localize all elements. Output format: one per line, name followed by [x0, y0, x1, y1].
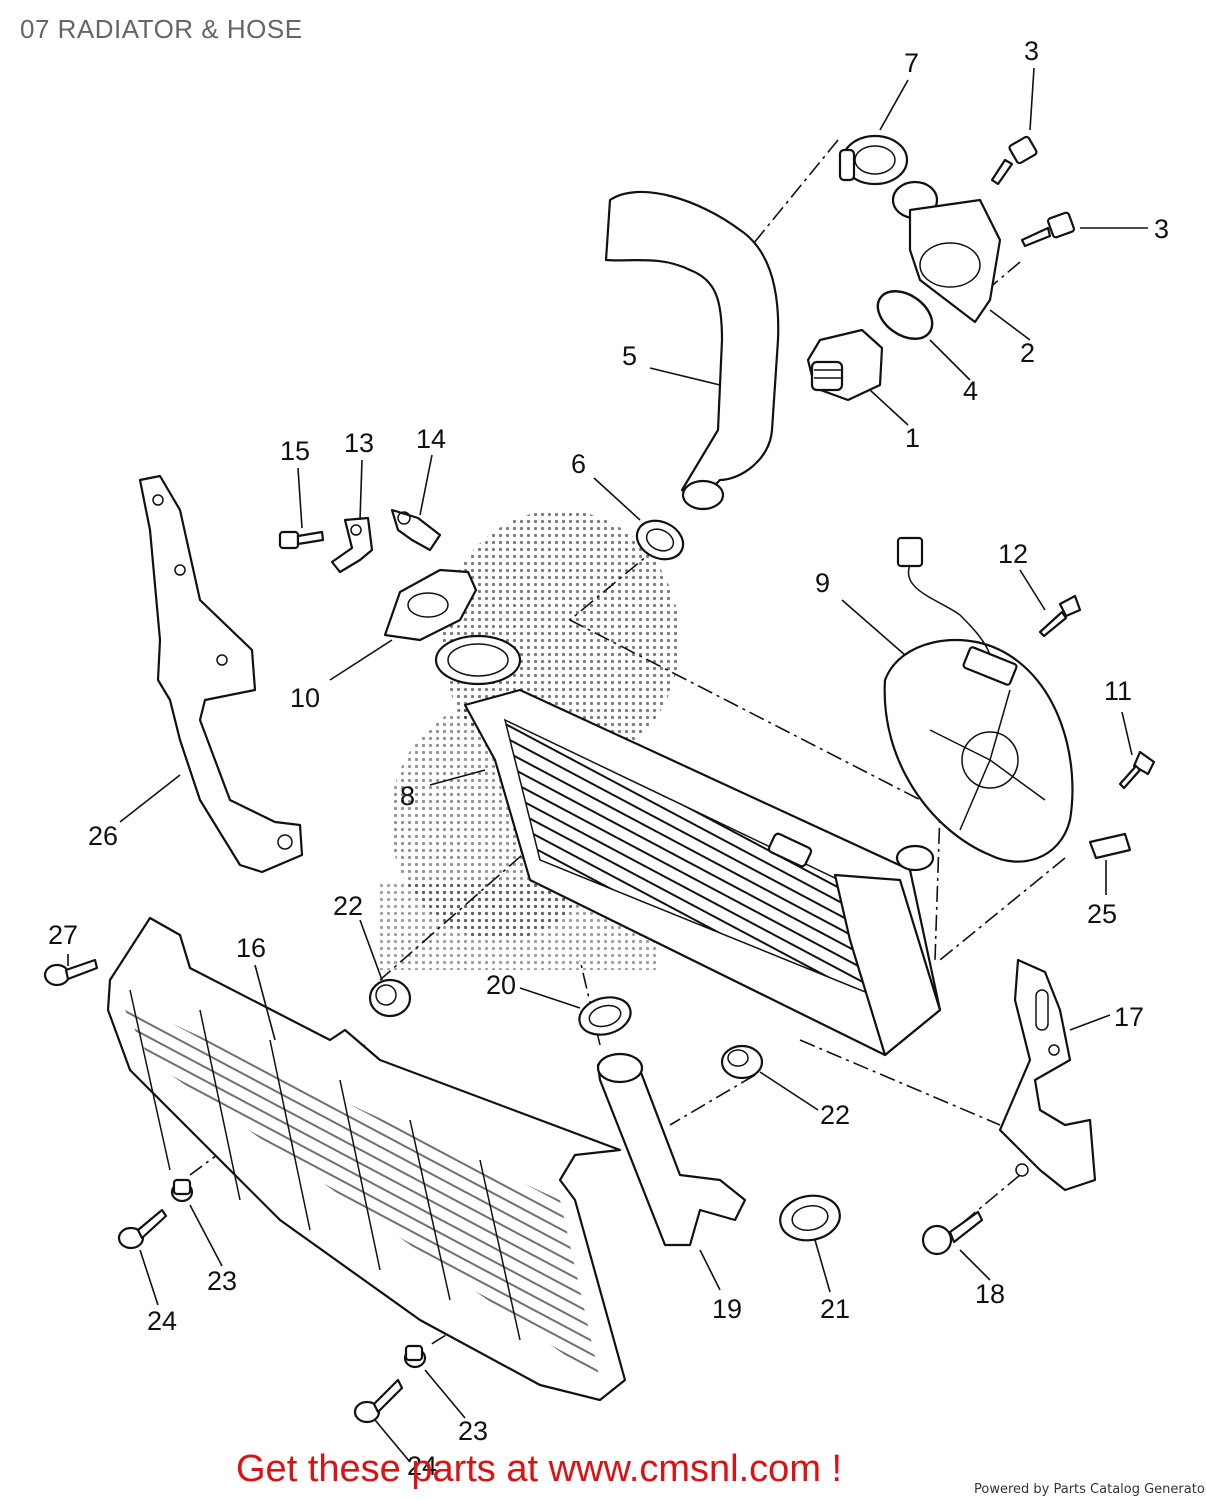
o-ring-4 [876, 290, 934, 340]
callout-17: 17 [1114, 1002, 1144, 1032]
callout-10: 10 [290, 683, 320, 713]
callout-14: 14 [416, 424, 446, 454]
screw-12 [1038, 594, 1082, 638]
callout-6: 6 [571, 449, 586, 479]
bracket-26 [138, 474, 304, 874]
callout-12: 12 [998, 539, 1028, 569]
hose-clamp-20 [578, 996, 632, 1036]
callout-23a: 23 [207, 1266, 237, 1296]
callout-8: 8 [400, 781, 415, 811]
radiator-cap-10 [383, 568, 478, 642]
fan-9 [883, 536, 1074, 863]
callout-15: 15 [280, 436, 310, 466]
callout-4: 4 [963, 376, 978, 406]
callout-20: 20 [486, 970, 516, 1000]
callout-5: 5 [622, 341, 637, 371]
callout-19: 19 [712, 1294, 742, 1324]
callout-27: 27 [48, 920, 78, 950]
bracket-17 [998, 958, 1097, 1192]
screw-11 [1118, 750, 1156, 790]
callout-13: 13 [344, 428, 374, 458]
radiator-guard-16 [106, 916, 627, 1402]
callout-labels: 1 2 3 3 4 5 6 7 8 9 10 11 12 13 14 15 16… [48, 36, 1169, 1481]
grommet-25 [1088, 832, 1132, 860]
hose-clamp-6 [635, 519, 685, 561]
damper-22-lower [720, 1044, 764, 1080]
callout-3a: 3 [1024, 36, 1039, 66]
callout-22b: 22 [820, 1100, 850, 1130]
callout-16: 16 [236, 933, 266, 963]
callout-22a: 22 [333, 891, 363, 921]
callout-3b: 3 [1154, 214, 1169, 244]
thermostat-1 [806, 328, 884, 402]
collar-23-lower [403, 1344, 427, 1369]
callout-7: 7 [904, 48, 919, 78]
callout-9: 9 [815, 568, 830, 598]
bolt-24-upper [117, 1208, 168, 1250]
bolt-18 [921, 1210, 984, 1256]
callout-21: 21 [820, 1294, 850, 1324]
upper-hose-5 [604, 190, 780, 511]
callout-24a: 24 [147, 1306, 177, 1336]
callout-2: 2 [1020, 338, 1035, 368]
cta-link[interactable]: Get these parts at www.cmsnl.com ! [236, 1448, 843, 1490]
callout-26: 26 [88, 821, 118, 851]
bolt-24-lower [353, 1378, 404, 1424]
radiator-8 [434, 634, 942, 1057]
clip-13 [330, 516, 374, 574]
page-title: 07 RADIATOR & HOSE [20, 14, 303, 44]
lower-hose-19 [596, 1052, 747, 1247]
callout-23b: 23 [458, 1416, 488, 1446]
leader-lines [67, 67, 1148, 1463]
callout-24b: 24 [407, 1451, 437, 1481]
bolt-3-lower [1020, 211, 1076, 248]
bolt-15 [278, 530, 325, 550]
clip-14 [390, 508, 442, 552]
hose-clamp-21 [779, 1194, 841, 1242]
powered-by-note: Powered by Parts Catalog Generator [974, 1482, 1206, 1497]
callout-18: 18 [975, 1279, 1005, 1309]
bolt-3-upper [990, 135, 1038, 186]
callout-11: 11 [1104, 676, 1132, 706]
thermostat-cover-2 [891, 180, 1002, 324]
hose-clamp-7 [838, 134, 909, 186]
callout-1: 1 [905, 423, 920, 453]
bolt-27 [43, 958, 99, 987]
collar-23-upper [170, 1178, 194, 1203]
damper-22-upper [368, 978, 412, 1018]
callout-25: 25 [1087, 899, 1117, 929]
